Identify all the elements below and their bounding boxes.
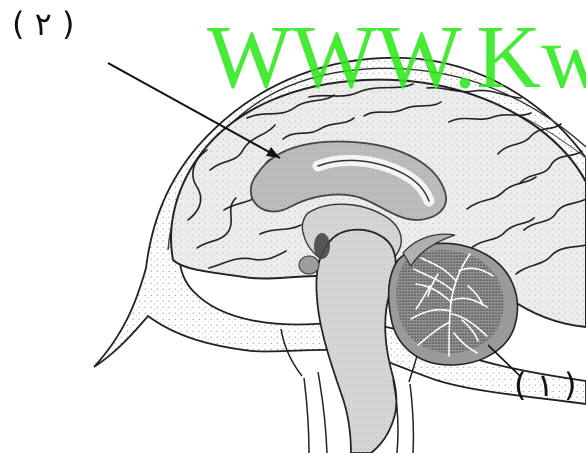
watermark-text: WWW.Kw xyxy=(207,13,586,103)
pituitary-area xyxy=(299,256,319,274)
midbrain-dark-spot xyxy=(314,233,330,259)
diagram-label-2: ( ٢ ) xyxy=(12,8,75,40)
diagram-label-1: ( ١ ) xyxy=(514,369,577,401)
brainstem-texture xyxy=(316,230,396,453)
